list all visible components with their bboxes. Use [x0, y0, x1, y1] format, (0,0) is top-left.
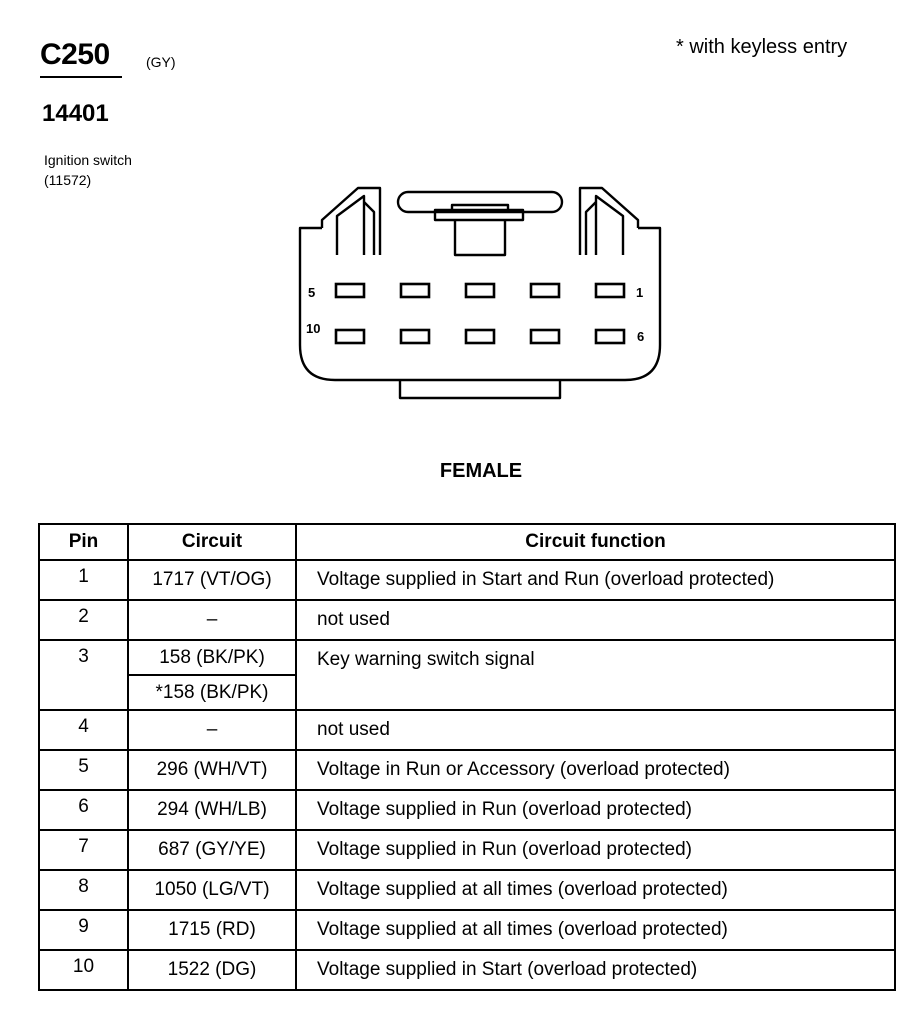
circuit-code: –: [127, 599, 297, 641]
header-circuit: Circuit: [127, 523, 297, 561]
pin-slot: [464, 328, 496, 345]
pin-label-5: 5: [308, 285, 315, 300]
pin-slot: [334, 282, 366, 299]
pin-number: 9: [38, 909, 129, 951]
pin-number: 5: [38, 749, 129, 791]
pin-slot: [594, 328, 626, 345]
pin-slots: [334, 282, 626, 345]
pin-slot: [529, 282, 561, 299]
pin-slot: [529, 328, 561, 345]
pin-number: 4: [38, 709, 129, 751]
circuit-code: 1717 (VT/OG): [127, 559, 297, 601]
table-row: 4–not used: [38, 709, 896, 751]
circuit-function: not used: [295, 599, 896, 641]
component-number: (11572): [44, 172, 92, 188]
circuit-code: 296 (WH/VT): [127, 749, 297, 791]
pin-slot: [399, 328, 431, 345]
pin-label-1: 1: [636, 285, 643, 300]
circuit-function: Voltage in Run or Accessory (overload pr…: [295, 749, 896, 791]
connector-view-label: FEMALE: [439, 460, 523, 482]
table-row: *158 (BK/PK): [39, 674, 895, 711]
circuit-code: 1050 (LG/VT): [127, 869, 297, 911]
pin-number: 1: [38, 559, 129, 601]
pin-number: 10: [38, 949, 129, 991]
circuit-code: 1715 (RD): [127, 909, 297, 951]
header-circuit-function: Circuit function: [295, 523, 896, 561]
connector-face-diagram: 5 1 10 6: [298, 186, 662, 400]
header-pin: Pin: [38, 523, 129, 561]
part-number: 14401: [42, 100, 109, 127]
circuit-function: Voltage supplied in Start (overload prot…: [295, 949, 896, 991]
circuit-function: Voltage supplied at all times (overload …: [295, 909, 896, 951]
circuit-function: Voltage supplied in Run (overload protec…: [295, 789, 896, 831]
pin-slot: [334, 328, 366, 345]
component-name: Ignition switch: [44, 152, 132, 168]
connector-color: (GY): [146, 54, 176, 70]
pin-number: 2: [38, 599, 129, 641]
circuit-code: 687 (GY/YE): [127, 829, 297, 871]
component-label: Ignition switch (11572): [44, 150, 132, 190]
keyless-entry-note: * with keyless entry: [676, 36, 848, 58]
pin-number: 6: [38, 789, 129, 831]
circuit-code: –: [127, 709, 297, 751]
pin-slot: [399, 282, 431, 299]
circuit-function: Voltage supplied in Start and Run (overl…: [295, 559, 896, 601]
circuit-function: not used: [295, 709, 896, 751]
circuit-function: Key warning switch signal: [295, 639, 896, 711]
pin-label-10: 10: [306, 321, 320, 336]
circuit-function: Voltage supplied in Run (overload protec…: [295, 829, 896, 871]
circuit-code: 1522 (DG): [127, 949, 297, 991]
circuit-code: *158 (BK/PK): [127, 674, 297, 711]
pin-number: 8: [38, 869, 129, 911]
table-header-row: Pin Circuit Circuit function: [38, 523, 896, 561]
pin-number: 3: [38, 639, 129, 711]
circuit-function: Voltage supplied at all times (overload …: [295, 869, 896, 911]
circuit-code: 158 (BK/PK): [127, 639, 297, 676]
connector-id-underline: [40, 76, 122, 78]
connector-id: C250: [40, 38, 110, 71]
pin-number: 7: [38, 829, 129, 871]
pin-slot: [594, 282, 626, 299]
pin-slot: [464, 282, 496, 299]
pin-label-6: 6: [637, 329, 644, 344]
table-row: 2–not used: [38, 599, 896, 641]
circuit-code: 294 (WH/LB): [127, 789, 297, 831]
